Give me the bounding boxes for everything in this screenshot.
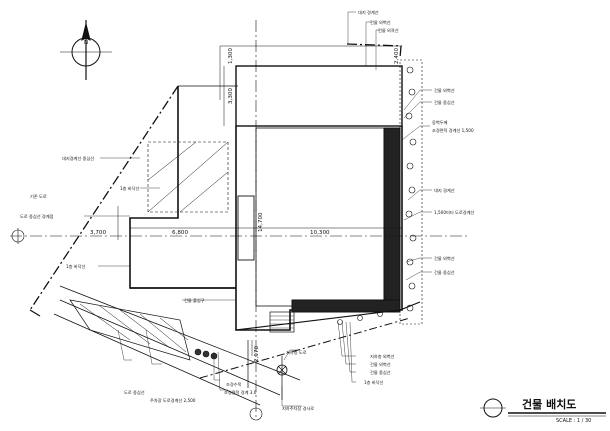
title-block: 건물 배치도 SCALE : 1 / 30	[522, 397, 591, 424]
dim-vertical-1: 14,700	[258, 212, 264, 232]
road-lines	[53, 85, 301, 406]
south-boundary	[199, 301, 421, 400]
label-bottom-2: 주차장 도로경계선 2,500	[150, 397, 196, 404]
label-right-6: 건물 외벽선	[434, 255, 455, 262]
parking-ramp	[69, 299, 191, 361]
label-bottom-9: 1층 바닥선	[364, 379, 384, 386]
label-right-1: 건물 외벽선	[434, 87, 455, 94]
label-bottom-10: 지하주차장 경사로	[282, 405, 314, 412]
dim-mid-span: 6,800	[172, 230, 188, 236]
label-right-3b: 조경면적 경계선 1,500	[432, 127, 474, 134]
label-top-1: 대지 경계선	[358, 9, 379, 16]
label-top-3: 건물 외곽선	[378, 27, 399, 34]
dimension-texts: 1,300 3,300 3,700 6,800 10,300 14,700 2,…	[84, 40, 400, 362]
leader-lines	[84, 11, 432, 407]
site-boundary	[29, 43, 402, 317]
label-right-4: 대지 경계선	[434, 187, 455, 194]
annotation-labels: 대지 경계선 건물 외벽선 건물 외곽선 건물 외벽선 건물 중심선 옹벽두께 …	[20, 9, 474, 412]
label-bottom-4: 지하층 도로	[286, 349, 307, 356]
label-left-1: 대지경계선 중심선	[62, 155, 94, 162]
label-bottom-3: 조경수목	[226, 381, 242, 388]
label-bottom-3b: 조경면적 경계 3.0	[224, 389, 257, 396]
drawing-title: 건물 배치도	[522, 397, 576, 411]
label-left-4: 1층 바닥선	[120, 185, 140, 192]
label-entry: 건물 출입구	[184, 297, 205, 304]
dim-top-1: 1,300	[228, 48, 234, 64]
label-left-3: 도로 중심선 경계점	[20, 213, 54, 220]
north-mark: N	[84, 40, 88, 46]
title-mark-icon	[480, 398, 606, 418]
dim-vertical-3: 2,400	[394, 48, 400, 64]
dimension-lines	[117, 45, 402, 356]
north-arrow-icon	[60, 20, 112, 80]
center-line	[10, 20, 470, 421]
label-bottom-5: 지하층 외벽선	[370, 353, 395, 360]
label-bottom-7: 건물 중심선	[370, 369, 391, 375]
dim-right-span: 10,300	[310, 230, 330, 236]
label-bottom-6: 건물 외벽선	[370, 361, 391, 368]
label-right-3: 옹벽두께	[432, 119, 448, 126]
label-top-2: 건물 외벽선	[370, 19, 391, 26]
dim-left-span: 3,700	[90, 230, 106, 236]
label-right-2: 건물 중심선	[434, 99, 455, 105]
label-left-5: 1층 바닥선	[66, 263, 86, 270]
label-left-2: 기존 도로	[30, 193, 47, 200]
retaining-wall	[291, 127, 401, 313]
label-bottom-1: 도로 중심선	[124, 389, 145, 395]
dim-top-2: 3,300	[228, 88, 234, 104]
dim-vertical-2: 2,970	[254, 346, 260, 362]
building-outline	[129, 65, 403, 333]
label-right-7: 건물 중심선	[434, 269, 455, 275]
drawing-scale: SCALE : 1 / 30	[556, 418, 591, 424]
label-right-5: 1,500미터 도로경계선	[434, 209, 474, 216]
